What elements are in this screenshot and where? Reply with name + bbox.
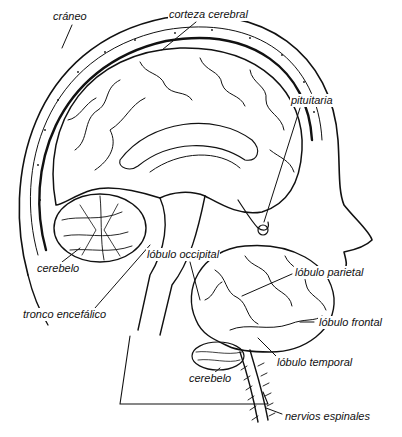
part-label: lóbulo occipital [146, 248, 220, 261]
part-label: corteza cerebral [168, 8, 249, 21]
part-label: lóbulo frontal [318, 316, 383, 329]
part-label: pituitaria [290, 94, 334, 107]
part-label: lóbulo parietal [294, 266, 365, 279]
part-label: nervios espinales [284, 410, 371, 423]
part-label: cerebelo [36, 262, 80, 275]
part-label: cráneo [52, 10, 88, 23]
part-label: lóbulo temporal [276, 356, 353, 369]
part-label: cerebelo [188, 372, 232, 385]
part-label: tronco encefálico [22, 308, 107, 321]
